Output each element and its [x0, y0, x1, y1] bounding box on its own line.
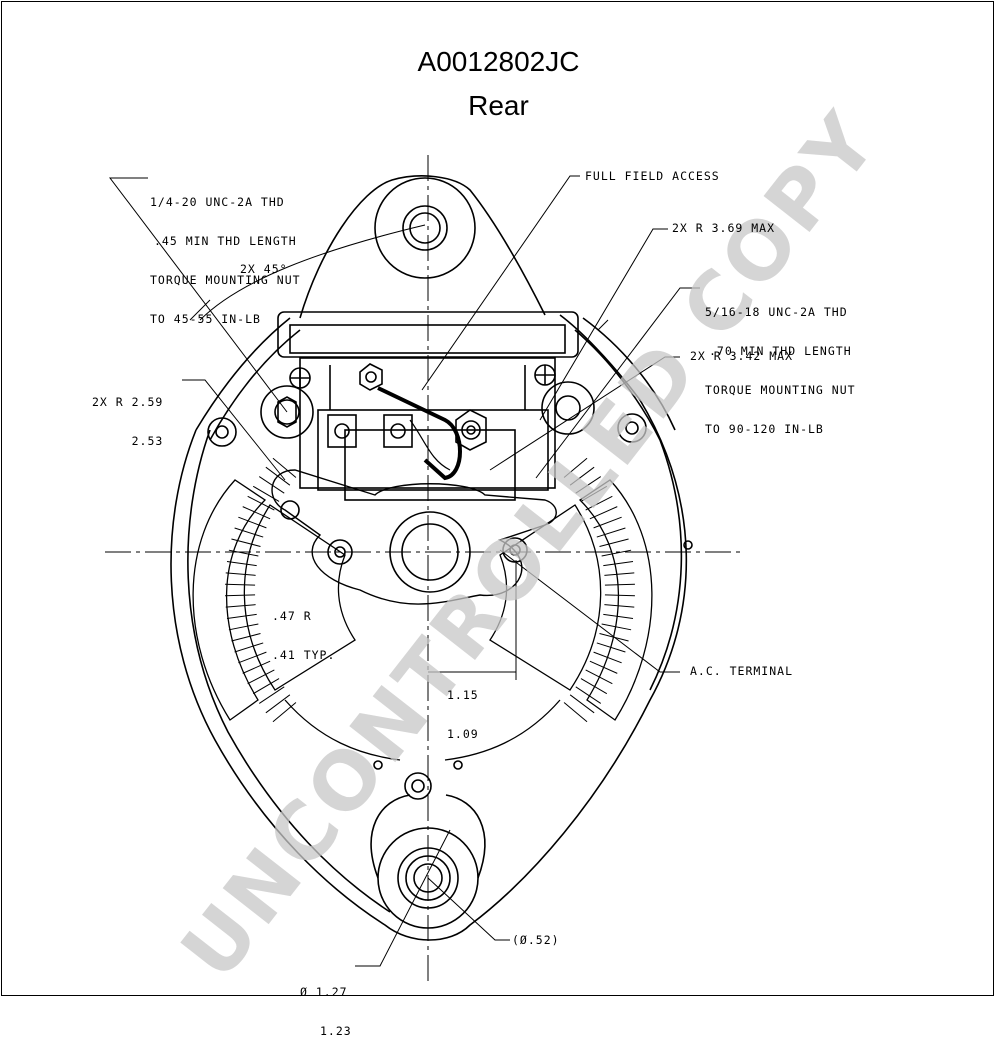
vent-slot — [258, 476, 285, 494]
vent-slot — [599, 538, 629, 547]
offset-line-1: 1.15 — [447, 688, 479, 702]
vent-slot — [603, 613, 634, 620]
radius-259-callout: 2X R 2.59 2.53 — [92, 370, 163, 461]
stud-thread-callout: 5/16-18 UNC-2A THD .70 MIN THD LENGTH TO… — [705, 280, 856, 449]
vent-slot — [258, 686, 285, 704]
regulator-box — [277, 311, 579, 501]
part-number-title: A0012802JC — [417, 46, 580, 77]
cooling-vents — [192, 479, 653, 761]
ac-terminal-callout: A.C. TERMINAL — [690, 664, 794, 678]
vent-slot — [265, 466, 291, 486]
mount-thread-line-4: TO 45-55 IN-LB — [150, 312, 261, 326]
vent-slots — [225, 457, 635, 723]
vent-slot — [563, 457, 588, 478]
vent-slot — [585, 495, 613, 511]
drawing-frame — [1, 1, 994, 996]
stud-thread-line-3: TORQUE MOUNTING NUT — [705, 383, 856, 397]
mount-thread-line-3: TORQUE MOUNTING NUT — [150, 273, 301, 287]
radius-259-line-2: 2.53 — [131, 434, 164, 448]
vent-slot — [226, 560, 257, 567]
vent-slot — [603, 560, 634, 567]
full-field-access-callout: FULL FIELD ACCESS — [585, 169, 720, 183]
vent-slot — [596, 642, 626, 653]
side-holes — [373, 540, 693, 770]
vent-slot — [228, 549, 259, 557]
vent-slot — [225, 583, 256, 586]
vent-slot — [604, 572, 635, 576]
vent-slot — [601, 549, 632, 557]
vent-slot — [563, 702, 588, 723]
vent-slot — [252, 485, 280, 502]
vent-slot — [242, 660, 271, 674]
vent-slot — [593, 516, 622, 529]
vent-slot — [247, 669, 275, 685]
vent-slot — [225, 604, 256, 608]
stud-thread-line-4: TO 90-120 IN-LB — [705, 422, 824, 436]
mounting-bolts — [207, 381, 647, 800]
mount-thread-callout: 1/4-20 UNC-2A THD .45 MIN THD LENGTH TOR… — [150, 170, 301, 339]
vent-slot — [252, 678, 280, 695]
vent-slot — [242, 506, 271, 520]
radius-369-callout: 2X R 3.69 MAX — [672, 221, 776, 235]
vent-slot — [569, 466, 595, 486]
mount-thread-line-1: 1/4-20 UNC-2A THD — [150, 195, 285, 209]
radius-342-callout: 2X R 3.42 MAX — [690, 349, 794, 363]
vent-slot — [580, 678, 608, 695]
bore-diameter-callout: (Ø.52) — [512, 933, 560, 947]
angle-callout: 2X 45° — [240, 262, 288, 276]
vent-slot — [272, 457, 297, 478]
vent-slot — [225, 594, 256, 597]
vent-slot — [601, 623, 632, 631]
vent-slot — [234, 527, 264, 538]
vent-slot — [238, 516, 267, 529]
radius-259-line-1: 2X R 2.59 — [92, 395, 164, 409]
vent-slot — [580, 485, 608, 502]
vent-slot — [238, 651, 267, 664]
vent-slot — [231, 633, 261, 642]
vent-slot — [247, 495, 275, 511]
terminals — [327, 363, 487, 481]
bottom-mounting-ear — [370, 794, 486, 929]
vent-slot — [589, 506, 618, 520]
vent-slot — [575, 686, 602, 704]
radius-47-line-2: .41 TYP. — [272, 648, 336, 662]
vent-slot — [226, 613, 257, 620]
radius-47-line-1: .47 R — [272, 609, 312, 623]
vent-slot — [231, 538, 261, 547]
vent-slot — [575, 476, 602, 494]
vent-slot — [593, 651, 622, 664]
offset-line-2: 1.09 — [447, 727, 479, 741]
vent-slot — [604, 583, 635, 586]
housing-outline — [170, 314, 688, 941]
outer-diameter-line-1: Ø 1.27 — [300, 985, 348, 999]
stud-thread-line-2: .70 MIN THD LENGTH — [709, 344, 852, 358]
outer-diameter-line-2: 1.23 — [320, 1024, 352, 1038]
vent-slot — [604, 604, 635, 608]
vent-slot — [585, 669, 613, 685]
vent-slot — [589, 660, 618, 674]
alternator-rear-drawing — [105, 155, 742, 985]
vent-slot — [265, 694, 291, 714]
centerlines — [105, 155, 742, 985]
vent-slot — [225, 572, 256, 576]
outer-diameter-callout: Ø 1.27 1.23 — [300, 960, 352, 1051]
offset-callout: 1.15 1.09 — [447, 663, 479, 754]
view-subtitle: Rear — [468, 90, 529, 121]
vent-slot — [272, 702, 297, 723]
stud-thread-line-1: 5/16-18 UNC-2A THD — [705, 305, 848, 319]
top-mounting-ear — [299, 175, 546, 319]
mount-thread-line-2: .45 MIN THD LENGTH — [154, 234, 297, 248]
vent-slot — [596, 527, 626, 538]
radius-47-callout: .47 R .41 TYP. — [272, 584, 335, 675]
leader-lines — [108, 175, 700, 967]
vent-slot — [234, 642, 264, 653]
vent-slot — [569, 694, 595, 714]
vent-slot — [604, 594, 635, 597]
vent-slot — [228, 623, 259, 631]
